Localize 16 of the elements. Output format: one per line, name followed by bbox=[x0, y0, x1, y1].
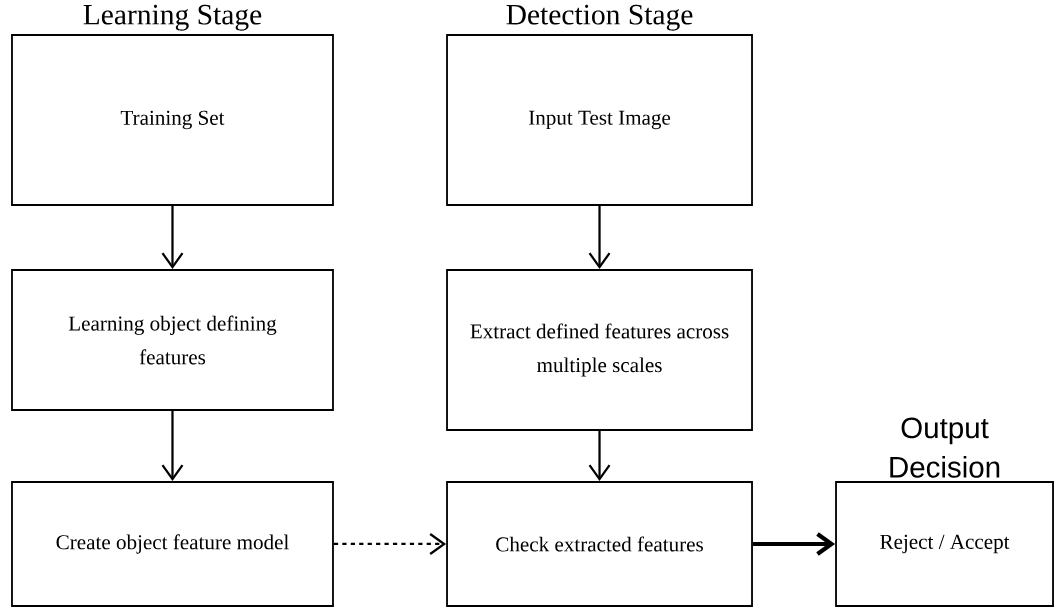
heading: Output Decision bbox=[890, 417, 1000, 478]
process-box: Training Set bbox=[11, 34, 334, 206]
arrow bbox=[333, 533, 447, 555]
process-box: Create object feature model bbox=[11, 481, 334, 607]
arrow bbox=[752, 532, 836, 556]
heading: Detection Stage bbox=[506, 4, 693, 31]
process-box: Check extracted features bbox=[446, 481, 753, 607]
heading: Learning Stage bbox=[83, 4, 262, 31]
process-box: Reject / Accept bbox=[835, 481, 1054, 607]
process-box: Learning object defining features bbox=[11, 269, 334, 411]
arrow bbox=[161, 205, 184, 270]
process-box: Extract defined features across multiple scales bbox=[446, 269, 753, 431]
arrow bbox=[588, 430, 611, 482]
arrow bbox=[588, 205, 611, 270]
arrow bbox=[161, 410, 184, 482]
process-box: Input Test Image bbox=[446, 34, 753, 206]
